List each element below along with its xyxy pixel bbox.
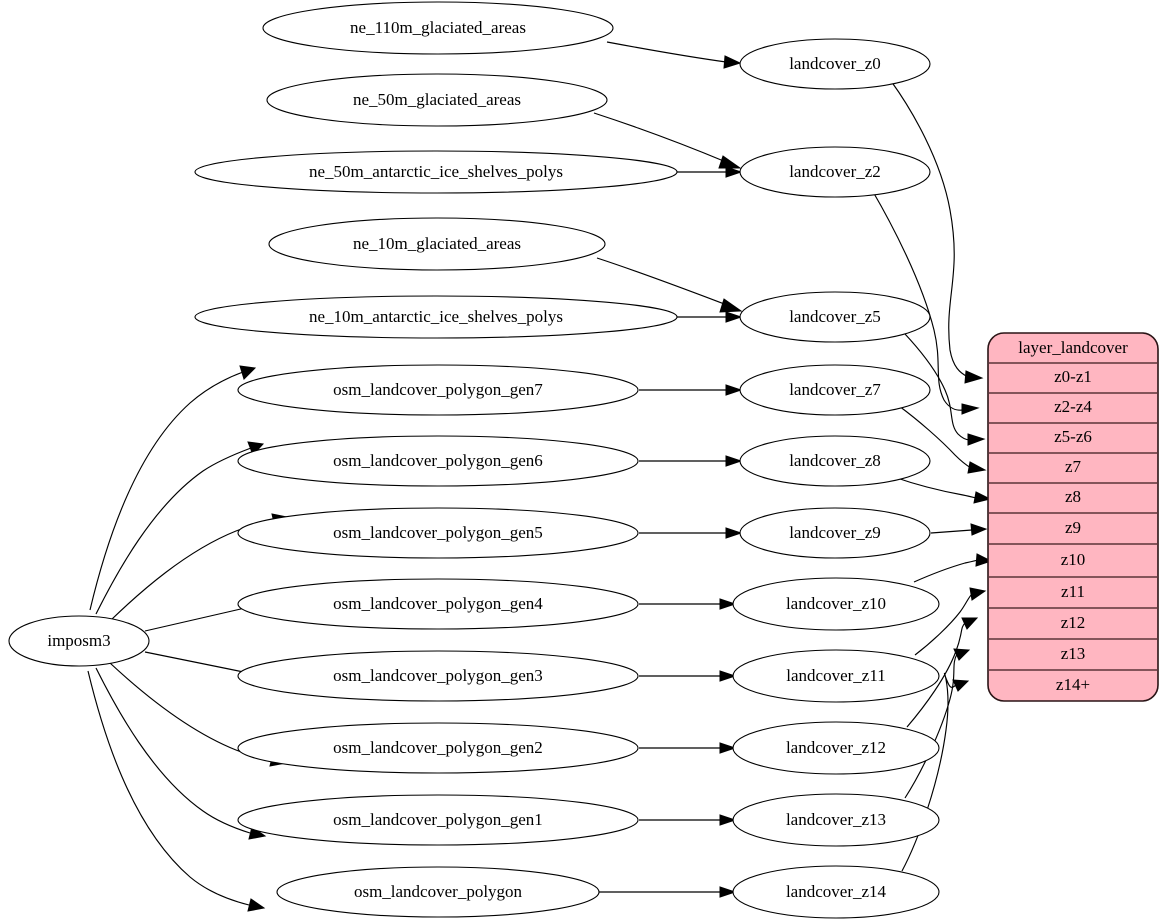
landcover-view-nodes: landcover_z0 landcover_z2 landcover_z5 l… xyxy=(732,38,940,919)
node-landcover-z11[interactable]: landcover_z11 xyxy=(732,649,940,703)
edge-imposm3-to-gen7 xyxy=(89,365,257,611)
node-ne-110m-glaciated-areas[interactable]: ne_110m_glaciated_areas xyxy=(262,1,614,55)
node-osm-landcover-polygon-gen6[interactable]: osm_landcover_polygon_gen6 xyxy=(237,435,639,487)
ne-source-nodes: ne_110m_glaciated_areas ne_50m_glaciated… xyxy=(194,1,678,339)
node-ne-10m-glaciated-areas[interactable]: ne_10m_glaciated_areas xyxy=(268,217,606,271)
edge-gen4-to-z10 xyxy=(639,598,737,610)
node-landcover-z2[interactable]: landcover_z2 xyxy=(739,146,931,198)
edge-layer xyxy=(87,41,993,912)
node-landcover-z9[interactable]: landcover_z9 xyxy=(739,507,931,559)
node-landcover-z12[interactable]: landcover_z12 xyxy=(732,721,940,775)
edge-imposm3-to-gen6 xyxy=(95,441,265,615)
edge-z0-to-row-z0z1 xyxy=(890,80,984,384)
edge-imposm3-to-polygon xyxy=(87,670,266,912)
node-landcover-z8[interactable]: landcover_z8 xyxy=(739,435,931,487)
node-osm-landcover-polygon-gen2[interactable]: osm_landcover_polygon_gen2 xyxy=(237,722,639,774)
edge-gen6-to-z8 xyxy=(639,455,743,467)
edge-z14-to-row-z14plus xyxy=(901,672,970,872)
node-osm-landcover-polygon-gen4[interactable]: osm_landcover_polygon_gen4 xyxy=(237,578,639,630)
node-landcover-z10[interactable]: landcover_z10 xyxy=(732,577,940,631)
edge-z9-to-row-z9 xyxy=(930,523,988,536)
node-osm-landcover-polygon-gen7[interactable]: osm_landcover_polygon_gen7 xyxy=(237,364,639,416)
edge-ne10m-antarctic-to-z5 xyxy=(677,311,743,323)
edge-ne110m-to-z0 xyxy=(606,41,742,69)
osm-table-nodes: osm_landcover_polygon_gen7 osm_landcover… xyxy=(237,364,639,918)
edge-z7-to-row-z7 xyxy=(898,405,987,474)
node-ne-10m-antarctic-ice-shelves-polys[interactable]: ne_10m_antarctic_ice_shelves_polys xyxy=(194,295,678,339)
edge-gen7-to-z7 xyxy=(639,384,743,396)
node-osm-landcover-polygon-gen5[interactable]: osm_landcover_polygon_gen5 xyxy=(237,507,639,559)
node-osm-landcover-polygon-gen3[interactable]: osm_landcover_polygon_gen3 xyxy=(237,650,639,702)
node-ne-50m-glaciated-areas[interactable]: ne_50m_glaciated_areas xyxy=(266,73,608,127)
edge-z5-to-row-z5z6 xyxy=(904,333,986,446)
edge-ne50m-glaciated-to-z2 xyxy=(593,112,742,169)
edge-z13-to-row-z13 xyxy=(904,648,971,799)
node-osm-landcover-polygon-gen1[interactable]: osm_landcover_polygon_gen1 xyxy=(237,794,639,846)
node-landcover-z0[interactable]: landcover_z0 xyxy=(739,38,931,90)
node-landcover-z14[interactable]: landcover_z14 xyxy=(732,865,940,919)
node-landcover-z7[interactable]: landcover_z7 xyxy=(739,364,931,416)
edge-ne50m-antarctic-to-z2 xyxy=(677,166,743,178)
node-ne-50m-antarctic-ice-shelves-polys[interactable]: ne_50m_antarctic_ice_shelves_polys xyxy=(194,150,678,194)
edge-imposm3-to-gen1 xyxy=(95,667,267,840)
edge-ne10m-glaciated-to-z5 xyxy=(596,257,743,313)
layer-landcover-table[interactable]: layer_landcover z0-z1 z2-z4 z5-z6 z7 z8 … xyxy=(987,332,1159,702)
edge-z8-to-row-z8 xyxy=(893,476,992,504)
node-landcover-z13[interactable]: landcover_z13 xyxy=(732,793,940,847)
edge-gen1-to-z13 xyxy=(639,814,737,826)
node-imposm3[interactable]: imposm3 xyxy=(8,615,150,667)
edge-polygon-to-z14 xyxy=(598,886,737,898)
edge-gen3-to-z11 xyxy=(639,670,737,682)
edge-gen2-to-z12 xyxy=(639,742,737,754)
node-landcover-z5[interactable]: landcover_z5 xyxy=(739,291,931,343)
edge-gen5-to-z9 xyxy=(639,527,743,539)
edge-z10-to-row-z10 xyxy=(913,553,993,583)
node-osm-landcover-polygon[interactable]: osm_landcover_polygon xyxy=(276,866,600,918)
edge-z11-to-row-z11 xyxy=(914,587,987,656)
